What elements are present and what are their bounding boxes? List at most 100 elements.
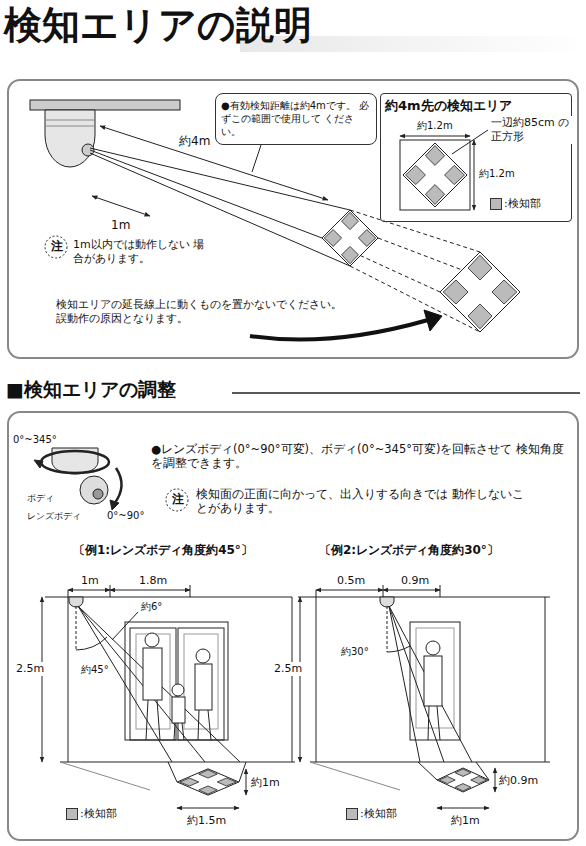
legend-item: :検知部 bbox=[66, 806, 117, 821]
dimension: 約0.9m bbox=[498, 774, 539, 788]
dimension: 2.5m bbox=[15, 662, 45, 676]
floor-line bbox=[310, 762, 550, 763]
legend-swatch bbox=[66, 808, 78, 820]
detection-part bbox=[492, 280, 517, 304]
person bbox=[174, 723, 175, 740]
tilt-arrow bbox=[114, 468, 122, 504]
angle-arc bbox=[387, 646, 410, 652]
detection-part bbox=[455, 784, 471, 791]
axis-line bbox=[76, 606, 77, 650]
dimension: 約1m bbox=[450, 814, 481, 828]
angle-range: 0°~345° bbox=[12, 434, 58, 447]
example-heading: 〔例2:レンズボディ角度約30°〕 bbox=[318, 543, 500, 558]
projection-line bbox=[60, 762, 150, 790]
beam bbox=[78, 606, 172, 762]
person bbox=[428, 706, 429, 740]
detection-area bbox=[403, 143, 467, 207]
beam bbox=[78, 606, 240, 762]
legend-text: :検知部 bbox=[80, 806, 117, 821]
person bbox=[182, 723, 184, 740]
person bbox=[145, 633, 159, 647]
beam bbox=[389, 606, 420, 762]
leader-line bbox=[112, 612, 138, 640]
detection-part bbox=[468, 255, 492, 280]
title: 検知エリアの説明 bbox=[4, 0, 312, 51]
dimension: 約1.2m bbox=[416, 120, 454, 133]
detection-part bbox=[217, 778, 236, 786]
sensor-ring bbox=[45, 120, 95, 121]
example-heading: 〔例1:レンズボディ角度約45°〕 bbox=[72, 543, 254, 558]
detection-part bbox=[425, 146, 444, 166]
detection-part bbox=[342, 212, 359, 229]
dimension: 1.8m bbox=[138, 574, 168, 588]
dimension-line bbox=[400, 136, 470, 137]
box-heading: 約4m先の検知エリア bbox=[385, 98, 567, 115]
part-name: ボディ bbox=[26, 493, 55, 504]
note-mark: 注 bbox=[50, 239, 64, 254]
detection-area bbox=[440, 252, 520, 332]
detection-part bbox=[406, 165, 426, 184]
tick bbox=[110, 585, 111, 597]
note-text: ●有効検知距離は約4mです。 必ずこの範囲で使用して ください。 bbox=[221, 99, 371, 138]
beam bbox=[90, 150, 322, 238]
arrow-head bbox=[424, 310, 442, 331]
dimension-line bbox=[246, 769, 247, 795]
dimension-line bbox=[68, 590, 110, 591]
axis-line bbox=[387, 606, 388, 652]
tick bbox=[190, 585, 191, 597]
dimension-line bbox=[300, 597, 301, 762]
person bbox=[426, 641, 440, 655]
dimension: 1m bbox=[80, 574, 100, 588]
detection-part bbox=[199, 786, 217, 794]
sensor-body bbox=[45, 110, 95, 167]
detection-part bbox=[425, 185, 444, 205]
legend-item: :検知部 bbox=[490, 196, 541, 211]
note-box: ●有効検知距離は約4mです。 必ずこの範囲で使用して ください。 bbox=[215, 93, 377, 145]
beam bbox=[389, 606, 444, 762]
sensor-lens bbox=[93, 489, 103, 499]
detection-part bbox=[358, 230, 375, 247]
tick bbox=[440, 585, 441, 597]
warning-text: 検知エリアの延長線上に動くものを置かないでください。 誤動作の原因となります。 bbox=[55, 298, 357, 326]
note-text: 検知面の正面に向かって、出入りする向きでは 動作しないことがあります。 bbox=[195, 487, 527, 516]
floor-line bbox=[60, 762, 295, 763]
ceiling bbox=[30, 100, 180, 110]
door bbox=[130, 628, 176, 740]
angle-range: 0°~90° bbox=[106, 510, 145, 523]
wall-line bbox=[292, 597, 293, 762]
sensor-icon bbox=[69, 597, 83, 607]
note-text: 1m以内では動作しない 場合があります。 bbox=[72, 238, 206, 266]
note-mark bbox=[166, 489, 188, 511]
dimension-line bbox=[110, 590, 190, 591]
dimension: 1m bbox=[110, 218, 131, 233]
arrow-head bbox=[110, 500, 119, 510]
detection-part bbox=[445, 165, 465, 184]
person bbox=[195, 664, 212, 710]
door-glass bbox=[416, 628, 454, 728]
dimension-line bbox=[383, 590, 440, 591]
ceiling-line bbox=[298, 597, 550, 598]
detection-part bbox=[439, 776, 455, 783]
projection-line bbox=[418, 762, 437, 780]
legend-swatch bbox=[346, 808, 358, 820]
person bbox=[196, 649, 210, 663]
door-glass bbox=[136, 634, 170, 729]
dimension-line bbox=[437, 808, 489, 809]
dimension: 0.9m bbox=[400, 574, 430, 588]
person bbox=[198, 710, 199, 740]
panel bbox=[8, 412, 578, 840]
heading-rule bbox=[232, 392, 580, 394]
panel bbox=[8, 80, 578, 358]
angle: 約45° bbox=[80, 664, 110, 677]
dimension: 約1m bbox=[250, 776, 281, 790]
dimension: 2.5m bbox=[273, 662, 303, 676]
dimension: 約4m bbox=[178, 134, 211, 149]
person bbox=[143, 648, 162, 700]
inset-box: 約4m先の検知エリア bbox=[380, 93, 572, 222]
wall-line bbox=[316, 590, 317, 762]
legend-swatch bbox=[490, 198, 502, 210]
detection-area bbox=[322, 210, 378, 266]
person bbox=[157, 700, 160, 740]
dimension-line bbox=[92, 196, 150, 216]
